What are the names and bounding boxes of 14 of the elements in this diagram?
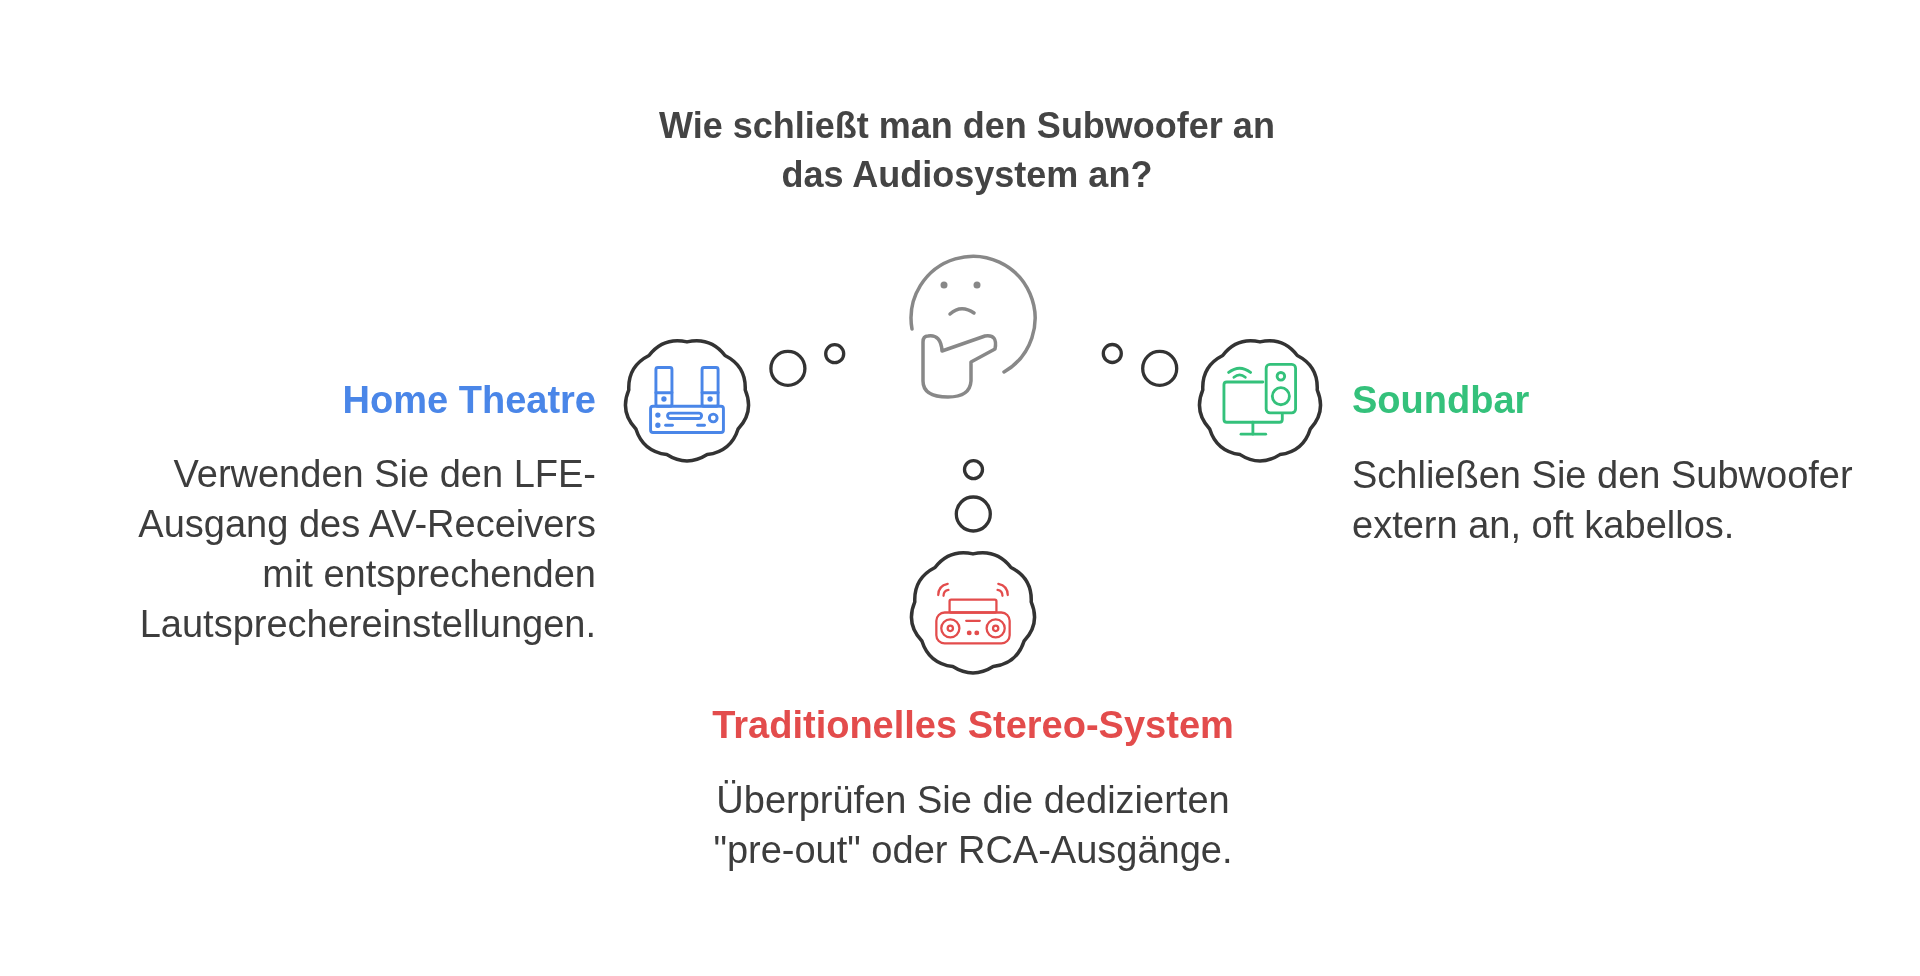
option-heading: Traditionelles Stereo-System — [711, 703, 1235, 748]
option-description: Verwenden Sie den LFE-Ausgang des AV-Receivers mit entsprechenden Lautsprechereinstellungen. — [137, 452, 596, 647]
option-heading: Soundbar — [1352, 378, 1531, 423]
thought-bubbles — [769, 343, 846, 387]
option-description: Schließen Sie den Subwoofer extern an, oft kabellos. — [1352, 453, 1854, 548]
option-description: Überprüfen Sie die dedizierten "pre-out" oder RCA-Ausgänge. — [712, 778, 1234, 873]
thought-cloud — [908, 548, 1038, 676]
thought-cloud — [1196, 336, 1324, 464]
thinking-face-icon — [908, 252, 1038, 400]
thought-bubbles — [954, 458, 992, 533]
option-heading: Home Theatre — [341, 378, 596, 423]
title: Wie schließt man den Subwoofer an das Audiosystem an? — [658, 104, 1276, 197]
thought-cloud — [622, 336, 752, 464]
thought-bubbles — [1101, 342, 1179, 387]
